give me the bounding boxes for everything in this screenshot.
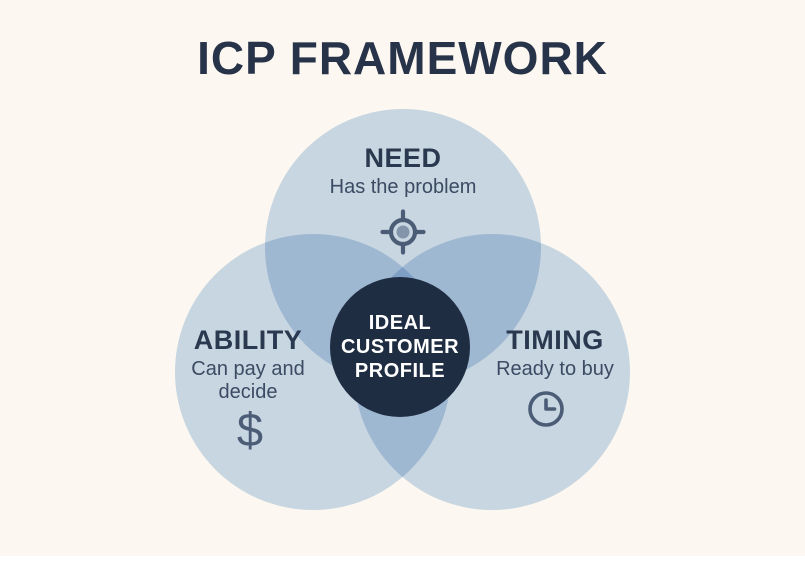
center-circle: IDEAL CUSTOMER PROFILE xyxy=(330,277,470,417)
center-label: IDEAL CUSTOMER PROFILE xyxy=(341,311,459,383)
center-label-line-3: PROFILE xyxy=(354,360,446,382)
center-label-line-1: IDEAL xyxy=(368,312,432,334)
center-label-line-2: CUSTOMER xyxy=(340,336,460,358)
timing-description: Ready to buy xyxy=(496,358,614,380)
ability-label: ABILITY xyxy=(193,325,303,355)
ability-description: Can pay and decide xyxy=(191,358,305,403)
dollar-icon: $ xyxy=(236,403,264,456)
timing-label: TIMING xyxy=(506,325,604,355)
target-icon xyxy=(380,209,426,255)
need-label: NEED xyxy=(364,143,442,173)
page-title: ICP FRAMEWORK xyxy=(197,32,608,84)
clock-icon xyxy=(528,391,564,427)
need-description: Has the problem xyxy=(329,176,477,198)
bottom-edge-strip xyxy=(0,556,805,562)
